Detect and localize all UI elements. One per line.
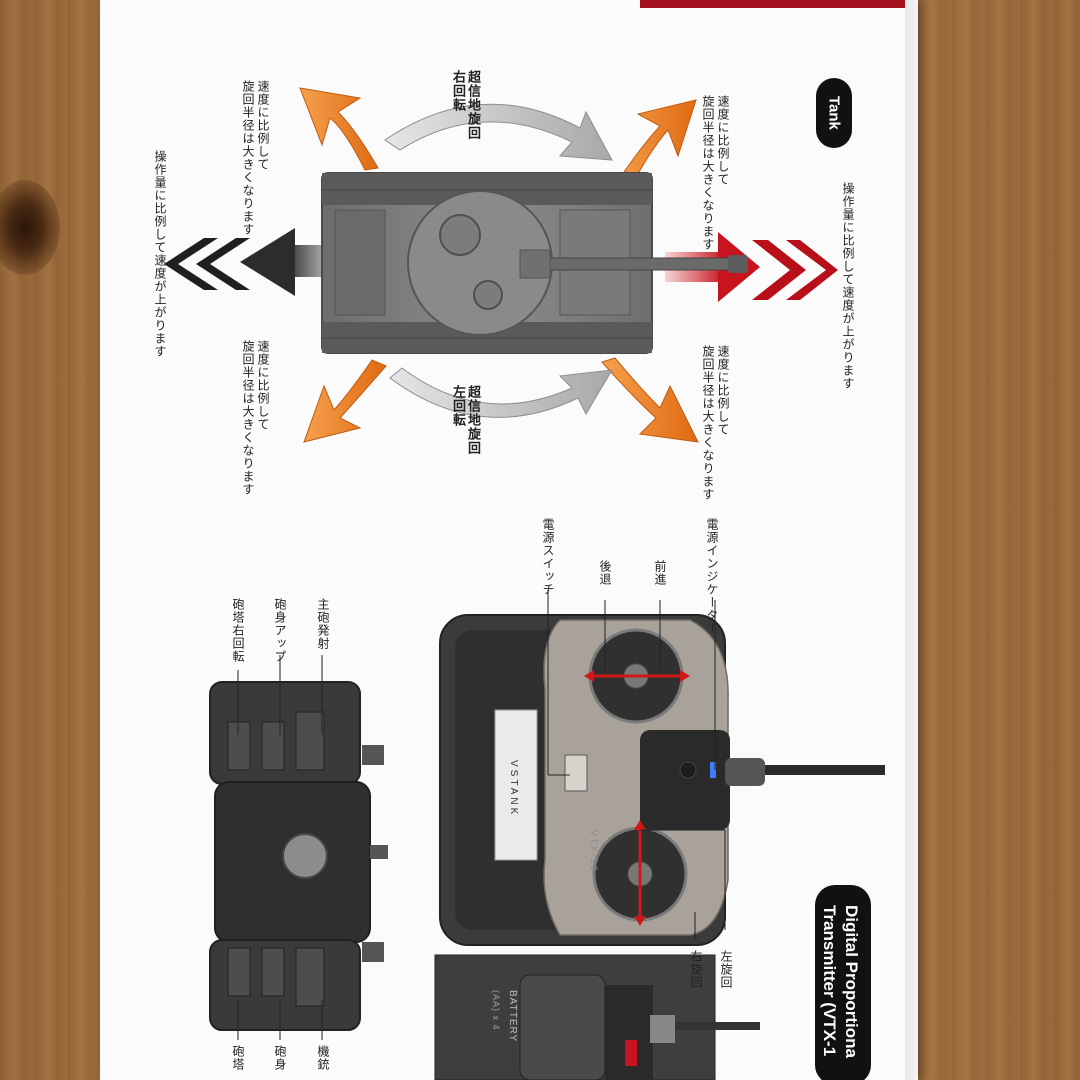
mg-fire-label: 機銃 xyxy=(316,1045,330,1071)
tank-top-view xyxy=(321,172,748,354)
spin-right-arc xyxy=(384,103,613,161)
turn-right-label: 右旋回 xyxy=(689,950,703,989)
turn-radius-note-top-left: 速度に比例して 旋回半径は大きくなります xyxy=(241,80,270,236)
spin-left-arc xyxy=(389,367,613,418)
forward-speed-note: 操作量に比例して速度が上がります xyxy=(841,182,855,390)
barrel-down-label: 砲身 xyxy=(273,1045,287,1071)
top-accent-stripe xyxy=(640,0,908,8)
turn-radius-note-bottom-right: 速度に比例して 旋回半径は大きくなります xyxy=(701,345,730,501)
power-indicator-label: 電源インジケーター xyxy=(705,518,719,635)
battery-size-label: (AA) x 4 xyxy=(491,990,501,1031)
transmitter-title-line1: Digital Proportiona xyxy=(842,905,861,1058)
reverse-label: 後退 xyxy=(598,560,612,586)
transmitter-title-badge xyxy=(815,885,871,1080)
turn-left-label: 左旋回 xyxy=(719,950,733,989)
spin-right-label: 超信地旋回 右回転 xyxy=(450,70,480,140)
battery-label: BATTERY xyxy=(507,990,518,1043)
transmitter-brand: VSTANK xyxy=(508,760,519,818)
transmitter-front-view xyxy=(439,590,885,946)
turret-left-label: 砲塔 xyxy=(231,1045,245,1071)
barrel-up-label: 砲身アップ xyxy=(273,598,287,663)
reverse-speed-note: 操作量に比例して速度が上がります xyxy=(153,150,167,358)
tank-section-badge: Tank xyxy=(816,78,852,148)
transmitter-side-view xyxy=(209,655,388,1040)
transmitter-title-line2: Transmitter (VTX-1 xyxy=(820,905,839,1057)
wood-knot xyxy=(0,180,60,275)
forward-label: 前進 xyxy=(653,560,667,586)
turn-arrow-bottom-right xyxy=(601,357,699,443)
turn-arrow-bottom-left xyxy=(303,359,387,443)
power-switch-label: 電源スイッチ xyxy=(541,518,555,596)
turn-arrow-top-right xyxy=(611,99,697,193)
turn-radius-note-top-right: 速度に比例して 旋回半径は大きくなります xyxy=(701,95,730,251)
turn-radius-note-bottom-left: 速度に比例して 旋回半径は大きくなります xyxy=(241,340,270,496)
main-gun-fire-label: 主砲発射 xyxy=(316,598,330,650)
page-right-edge xyxy=(905,0,918,1080)
tank-badge-label: Tank xyxy=(825,96,843,130)
turn-arrow-top-left xyxy=(299,87,379,171)
transmitter-model: VTX-10 xyxy=(589,830,599,873)
spin-left-label: 超信地旋回 左回転 xyxy=(450,385,480,455)
battery-compartment xyxy=(434,954,760,1080)
reverse-arrow xyxy=(164,228,330,296)
turret-right-label: 砲塔右回転 xyxy=(231,598,245,663)
